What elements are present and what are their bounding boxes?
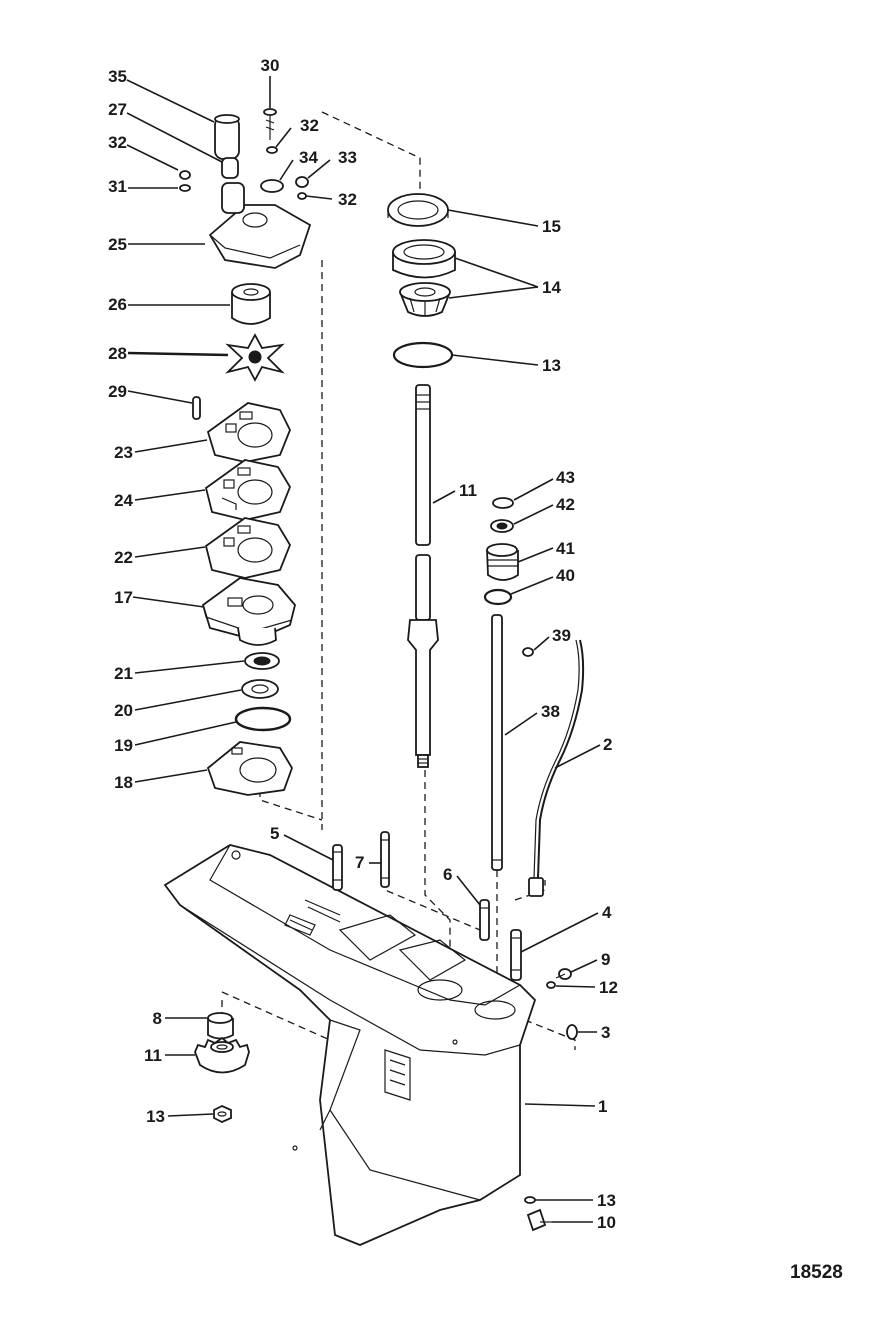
screw-31 [263,108,277,140]
callout-16: 14 [542,278,561,297]
callout-10: 10 [597,1213,616,1232]
callout-2: 2 [603,735,612,754]
seal-42 [490,519,514,533]
callout-37: 35 [108,67,127,86]
retainer-17 [387,193,449,227]
gear-housing [163,844,537,1246]
callout-20: 19 [114,736,133,755]
face-plate-25 [204,459,292,521]
callout-32-left: 31 [108,177,127,196]
callout-41: 41 [556,539,575,558]
callout-35: 33 [338,148,357,167]
nut-14 [213,1105,232,1123]
washer-13-upper [546,981,556,989]
callout-12: 11 [144,1046,162,1065]
callout-21: 20 [114,701,133,720]
water-pump-body-26 [208,182,312,269]
impeller-insert-27 [231,283,271,325]
callout-24: 23 [114,443,133,462]
stud-6 [479,899,490,941]
callout-29: 28 [108,344,127,363]
callout-39: 39 [552,626,571,645]
stud-4 [510,929,522,981]
callout-17: 15 [542,217,561,236]
water-tube-seal-28 [221,157,239,179]
screw-9 [555,968,572,980]
callout-34: 32 [338,190,357,209]
callout-25: 24 [114,491,133,510]
screw-10 [526,1208,552,1232]
bearing-8 [207,1012,234,1040]
callout-22: 21 [114,664,133,683]
o-ring-20 [234,706,292,732]
callout-9: 9 [601,950,610,969]
callout-31: 30 [261,56,280,75]
callout-43: 43 [556,468,575,487]
stud-5 [332,844,343,891]
callout-11: 11 [459,481,477,500]
callout-19: 18 [114,773,133,792]
o-ring-40 [483,588,513,606]
callout-32-top: 32 [300,116,319,135]
callout-23: 22 [114,548,133,567]
washer-43 [492,497,514,509]
bearing-cup-16 [392,239,456,279]
stud-7 [380,831,390,888]
callout-14: 13 [146,1107,165,1126]
shim-15 [392,341,454,369]
callout-38: 38 [541,702,560,721]
washers-32-33-34-35-36 [179,146,309,200]
clip-39 [522,647,534,657]
callout-30: 29 [108,382,127,401]
callout-7: 7 [355,853,364,872]
water-tube-2 [528,639,585,897]
callout-26: 25 [108,235,127,254]
callout-8: 8 [153,1009,162,1028]
callout-13-lower: 13 [597,1191,616,1210]
impeller-29 [225,333,285,382]
callout-28: 27 [108,100,127,119]
callout-27: 26 [108,295,127,314]
tapered-bearing-16 [399,282,451,317]
callout-36: 34 [299,148,318,167]
seal-22 [244,652,280,670]
callout-18: 17 [114,588,133,607]
callout-13-upper: 12 [599,978,618,997]
water-pump-base-18 [201,577,296,646]
leader-lines [126,76,601,1223]
shift-rod-38 [491,614,503,871]
callout-5: 5 [270,824,279,843]
callout-6: 6 [443,865,452,884]
callout-1: 1 [598,1097,607,1116]
gasket-24 [206,402,291,463]
pinion-gear-12 [194,1036,250,1074]
callout-15: 13 [542,356,561,375]
callout-3: 3 [601,1023,610,1042]
key-30 [192,396,201,420]
callout-4: 4 [602,903,612,922]
bushing-41 [486,543,519,581]
callout-33: 32 [108,133,127,152]
drive-shaft-11 [407,384,439,768]
callout-42: 42 [556,495,575,514]
plug-3 [566,1024,578,1040]
seal-21 [241,679,279,699]
callout-labels: 35 27 32 31 25 26 28 29 23 24 22 17 21 2… [108,56,618,1232]
callout-40: 40 [556,566,575,585]
gasket-19 [206,741,293,796]
gasket-23 [204,517,292,579]
water-pump-tube-37 [214,114,240,160]
drawing-number: 18528 [790,1262,843,1283]
washer-13-lower [524,1196,536,1204]
